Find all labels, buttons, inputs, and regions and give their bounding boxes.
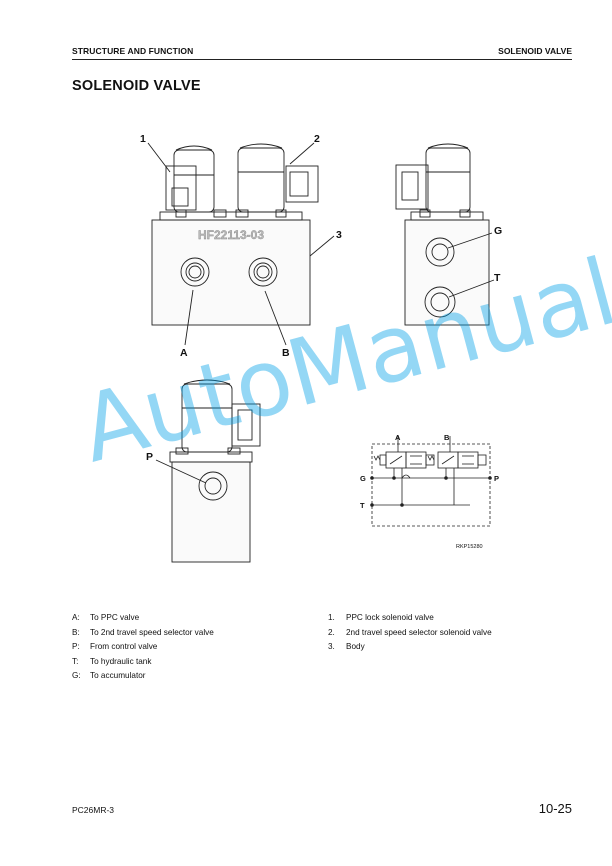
legend-text: From control valve xyxy=(90,642,158,652)
legend-item: T: To hydraulic tank xyxy=(72,655,214,670)
legend-key: T: xyxy=(72,656,79,666)
legend-key: A: xyxy=(72,613,80,622)
part-number: HF22113-03 xyxy=(198,228,264,242)
callout-b: B xyxy=(282,347,290,359)
callout-a: A xyxy=(180,347,188,359)
legend-item: P: From control valve xyxy=(72,640,214,655)
callout-1: 1 xyxy=(140,133,146,145)
legend-item: B: To 2nd travel speed selector valve xyxy=(72,626,214,641)
legend-text: To accumulator xyxy=(90,671,146,681)
legend-text: To hydraulic tank xyxy=(90,656,152,666)
header-divider xyxy=(72,59,572,60)
legend-text: PPC lock solenoid valve xyxy=(346,613,434,622)
callout-2: 2 xyxy=(314,133,320,145)
hydraulic-schematic: A B G P T RKP15280 xyxy=(360,433,499,550)
callout-p: P xyxy=(146,451,153,463)
footer-model: PC26MR-3 xyxy=(72,805,115,815)
legend-item: 3. Body xyxy=(328,640,492,655)
legend-item: A: To PPC valve xyxy=(72,611,214,626)
legend-text: To 2nd travel speed selector valve xyxy=(90,627,214,637)
side-view: G T xyxy=(395,143,502,326)
front-view: HF22113-03 1 2 3 A B xyxy=(140,133,342,359)
callout-t: T xyxy=(494,272,501,284)
callout-g: G xyxy=(494,225,502,237)
schematic-label-a: A xyxy=(395,433,401,442)
legend-parts: 1. PPC lock solenoid valve 2. 2nd travel sp… xyxy=(328,611,492,655)
schematic-label-t: T xyxy=(360,501,365,510)
legend-key: 2. xyxy=(328,627,335,637)
legend-key: 3. xyxy=(328,642,335,652)
legend-item: G: To accumulator xyxy=(72,669,214,684)
page-title: SOLENOID VALVE xyxy=(72,78,201,94)
legend-key: P: xyxy=(72,642,80,652)
bottom-view: P xyxy=(146,379,261,563)
legend-text: To PPC valve xyxy=(90,613,140,622)
legend-item: 1. PPC lock solenoid valve xyxy=(328,611,492,626)
header-topic: SOLENOID VALVE xyxy=(498,46,572,56)
legend-key: B: xyxy=(72,627,80,637)
legend-key: G: xyxy=(72,671,81,681)
legend-text: Body xyxy=(346,642,365,652)
header-section: STRUCTURE AND FUNCTION xyxy=(72,46,194,56)
legend-key: 1. xyxy=(328,613,335,622)
schematic-label-p: P xyxy=(494,474,499,483)
callout-3: 3 xyxy=(336,229,342,241)
schematic-label-g: G xyxy=(360,474,366,483)
legend-text: 2nd travel speed selector solenoid valve xyxy=(346,627,492,637)
page-number: 10-25 xyxy=(538,801,572,816)
schematic-label-b: B xyxy=(444,433,450,442)
legend-item: 2. 2nd travel speed selector solenoid val… xyxy=(328,626,492,641)
figure-code: RKP15280 xyxy=(456,544,483,550)
